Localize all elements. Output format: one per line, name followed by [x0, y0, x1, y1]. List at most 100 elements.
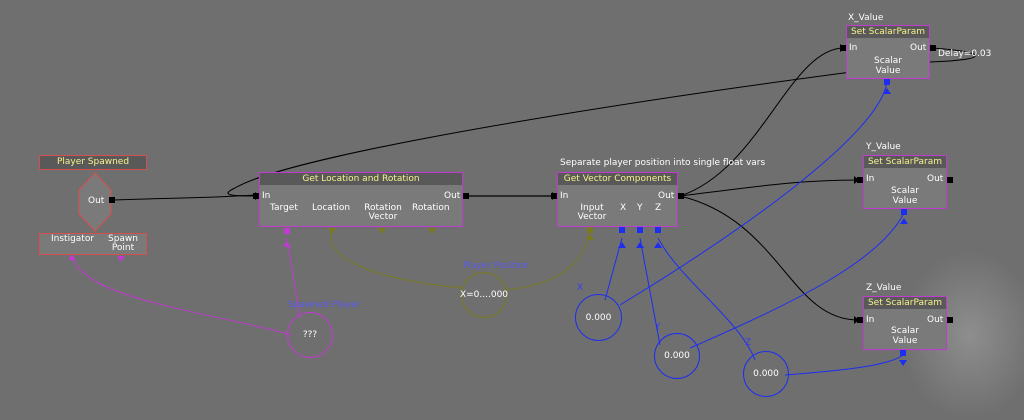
get-location-out-pin[interactable]: [463, 193, 469, 199]
spawn-point-label-2: Point: [111, 243, 135, 253]
y-var[interactable]: 0.000: [654, 333, 700, 379]
player-position-var[interactable]: X=0....000: [460, 272, 508, 318]
target-label: Target: [270, 203, 298, 213]
location-pin[interactable]: [328, 228, 336, 234]
target-pin[interactable]: [284, 228, 290, 234]
set-scalar-z-in-label: In: [866, 315, 875, 325]
set-scalar-y-out-pin[interactable]: [947, 177, 953, 183]
y-out-pin[interactable]: [637, 227, 643, 233]
arrowhead-y-out: [636, 242, 644, 248]
spawned-player-var-name: Spawned Player: [288, 300, 361, 310]
set-scalar-y-scalar-pin[interactable]: [901, 209, 907, 215]
input-vector-label-2: Vector: [577, 212, 607, 222]
object-wire-spawned-to-instigator[interactable]: [71, 257, 293, 336]
get-vector-out-pin[interactable]: [678, 193, 684, 199]
z-out-pin[interactable]: [655, 227, 661, 233]
location-label: Location: [312, 203, 351, 213]
player-spawned-title-box[interactable]: Player Spawned: [39, 155, 147, 170]
set-scalar-z-node[interactable]: Set ScalarParam: [863, 296, 947, 350]
float-wire-x-var-to-setx[interactable]: [619, 81, 888, 306]
rotation-label: Rotation: [412, 203, 450, 213]
set-scalar-y-out-label: Out: [927, 174, 944, 184]
z-var[interactable]: 0.000: [743, 351, 789, 397]
set-scalar-z-out-label: Out: [927, 315, 944, 325]
y-var-name: Y: [655, 322, 661, 332]
get-vector-out-label: Out: [658, 191, 675, 201]
input-vector-pin[interactable]: [587, 227, 593, 233]
player-spawned-out-pin[interactable]: [109, 197, 115, 203]
spawn-point-pin[interactable]: [117, 256, 125, 262]
player-spawned-out-label: Out: [88, 196, 105, 206]
set-scalar-x-node[interactable]: Set ScalarParam: [846, 25, 930, 79]
arrowhead-sety-scalar: [900, 218, 908, 224]
arrowhead-setz-in: [854, 316, 859, 324]
float-wire-y-var-to-getvec[interactable]: [639, 237, 661, 346]
x-out-pin[interactable]: [619, 227, 625, 233]
z-label: Z: [655, 203, 662, 213]
arrowhead-setx-scalar: [883, 88, 891, 94]
get-vector-in-label: In: [560, 191, 569, 201]
float-wire-x-var-to-getvec[interactable]: [604, 237, 623, 301]
set-scalar-y-scalar-label-2: Value: [892, 196, 918, 206]
float-wire-y-var-to-sety[interactable]: [689, 212, 905, 349]
arrowhead-target: [283, 241, 291, 247]
arrowhead-sety-in: [854, 176, 859, 184]
arrowhead-setz-scalar: [899, 360, 907, 366]
set-scalar-x-in-pin[interactable]: [840, 45, 846, 51]
rotation-vector-pin[interactable]: [378, 228, 386, 234]
exec-wire-getvec-to-sety[interactable]: [679, 179, 859, 197]
get-location-out-label: Out: [444, 191, 461, 201]
set-scalar-x-in-label: In: [849, 43, 858, 53]
arrowhead-x-out: [618, 242, 626, 248]
set-scalar-x-scalar-pin[interactable]: [884, 79, 890, 85]
z-var-name: Z: [745, 338, 752, 348]
rotation-pin[interactable]: [428, 228, 436, 234]
y-label: Y: [637, 203, 643, 213]
exec-wire-getvec-to-setz[interactable]: [679, 195, 859, 321]
set-scalar-z-out-pin[interactable]: [947, 317, 953, 323]
float-wire-z-var-to-setz[interactable]: [784, 354, 904, 376]
get-location-in-pin[interactable]: [253, 193, 259, 199]
vector-wire-position-to-location[interactable]: [330, 227, 463, 289]
set-scalar-y-in-pin[interactable]: [857, 177, 863, 183]
rotation-vector-label-2: Vector: [368, 212, 398, 222]
exec-wire-getvec-to-setx[interactable]: [679, 47, 845, 197]
set-scalar-y-caption: Y_Value: [866, 142, 901, 152]
input-vector-label-1: Input: [580, 203, 604, 213]
get-vector-components-node[interactable]: Get Vector Components: [557, 172, 678, 227]
get-vector-comment: Separate player position into single flo…: [560, 158, 766, 168]
set-scalar-x-delay: Delay=0.03: [938, 49, 992, 59]
vector-wire-position-to-getvec[interactable]: [504, 229, 591, 291]
set-scalar-y-node[interactable]: Set ScalarParam: [863, 155, 947, 209]
set-scalar-y-in-label: In: [866, 174, 875, 184]
rotation-vector-label-1: Rotation: [364, 203, 402, 213]
set-scalar-z-in-pin[interactable]: [857, 317, 863, 323]
set-scalar-z-scalar-label-1: Scalar: [891, 326, 919, 336]
arrowhead-input-vector: [586, 234, 594, 240]
object-wire-spawned-to-target[interactable]: [286, 237, 301, 319]
get-vector-in-pin[interactable]: [551, 193, 557, 199]
float-wire-z-var-to-getvec[interactable]: [657, 237, 756, 361]
set-scalar-z-scalar-pin[interactable]: [900, 350, 906, 356]
player-position-var-name: Player Position: [463, 261, 529, 271]
set-scalar-y-title: Set ScalarParam: [864, 156, 946, 168]
exec-wire-setx-out-loop[interactable]: [227, 47, 976, 197]
get-location-rotation-node[interactable]: Get Location and Rotation: [259, 172, 463, 227]
set-scalar-y-scalar-label-1: Scalar: [891, 186, 919, 196]
player-spawned-hexagon[interactable]: [78, 172, 112, 232]
set-scalar-z-title: Set ScalarParam: [864, 297, 946, 309]
player-spawned-vars-box[interactable]: [39, 233, 147, 255]
set-scalar-x-caption: X_Value: [848, 13, 884, 23]
set-scalar-x-scalar-label-1: Scalar: [874, 56, 902, 66]
get-vector-components-title: Get Vector Components: [558, 173, 677, 185]
set-scalar-x-scalar-label-2: Value: [875, 66, 901, 76]
get-location-in-label: In: [262, 191, 271, 201]
arrowhead-z-out: [654, 242, 662, 248]
set-scalar-x-out-pin[interactable]: [930, 45, 936, 51]
x-var[interactable]: 0.000: [575, 294, 622, 341]
wire-layer: [68, 44, 976, 376]
get-location-rotation-title: Get Location and Rotation: [260, 173, 462, 185]
instigator-label: Instigator: [51, 234, 95, 244]
spawned-player-var[interactable]: ???: [287, 312, 333, 358]
